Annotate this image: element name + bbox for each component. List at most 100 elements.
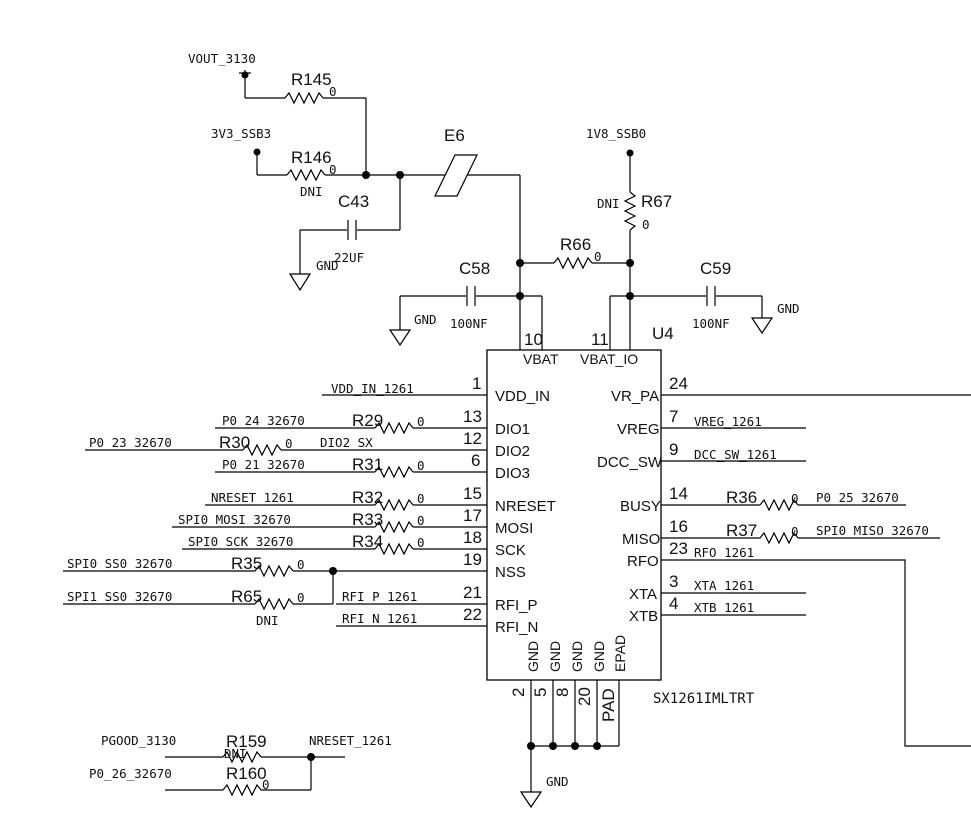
ground-symbol xyxy=(519,791,543,809)
r34-value: 0 xyxy=(417,535,425,550)
pin-num-top: 11 xyxy=(591,330,609,349)
vout-3130-label: VOUT_3130 xyxy=(188,51,256,66)
pin-wire xyxy=(661,559,971,747)
pin-name: DCC_SW xyxy=(597,454,663,471)
ground-symbol xyxy=(288,273,312,292)
resistor-r34 xyxy=(374,542,414,556)
r145-value: 0 xyxy=(329,84,337,99)
c43-value: 22UF xyxy=(334,250,364,265)
pin-name-top: VBAT_IO xyxy=(580,351,638,367)
c59-gnd-label: GND xyxy=(777,301,800,316)
junction xyxy=(571,742,579,750)
resistor-r33 xyxy=(374,520,414,534)
pin-name: VREG xyxy=(617,421,660,438)
net-label: PGOOD_3130 xyxy=(101,733,176,748)
r159-ref: R159 xyxy=(226,732,267,751)
r33-ref: R33 xyxy=(352,510,383,529)
c58-gnd-label: GND xyxy=(414,312,437,327)
power-port-dot xyxy=(253,148,261,156)
right-pins: 24 VR_PA 7 VREG 9 DCC_SW 14 BUSY 16 MISO… xyxy=(597,374,971,747)
r30-ref: R30 xyxy=(219,433,250,452)
pin-num: 22 xyxy=(463,605,482,624)
resistor-r29 xyxy=(374,421,414,435)
net-label: SPI1_SS0_32670 xyxy=(67,589,172,604)
r30-value: 0 xyxy=(285,436,293,451)
junction xyxy=(549,742,557,750)
r29-ref: R29 xyxy=(352,411,383,430)
pin-name-top: VBAT xyxy=(523,351,559,367)
resistor-r66 xyxy=(553,256,593,270)
pin-name: MOSI xyxy=(495,520,533,537)
pin-name: DIO3 xyxy=(495,465,530,482)
net-label: P0_25_32670 xyxy=(816,490,899,505)
r65-ref: R65 xyxy=(231,587,262,606)
ic-part-number: SX1261IMLTRT xyxy=(653,691,755,707)
resistor-r146 xyxy=(286,168,326,182)
pin-num: 24 xyxy=(669,374,688,393)
pin-num: 17 xyxy=(463,506,482,525)
pin-num-top: 10 xyxy=(524,330,543,349)
ic-u4-body xyxy=(486,349,662,681)
net-label: DIO2_SX xyxy=(320,435,373,450)
r66-value: 0 xyxy=(594,249,602,264)
resistor-r31 xyxy=(374,465,414,479)
pin-num: PAD xyxy=(599,688,618,722)
resistor-r32 xyxy=(374,498,414,512)
net-label: P0_24_32670 xyxy=(222,413,305,428)
r160-value: 0 xyxy=(262,777,270,792)
r35-ref: R35 xyxy=(231,554,262,573)
pin-num: 14 xyxy=(669,484,688,503)
net-label: RFI_N_1261 xyxy=(342,611,417,626)
net-label: RFI_P_1261 xyxy=(342,589,417,604)
c58-value: 100NF xyxy=(450,316,488,331)
c59-value: 100NF xyxy=(692,316,730,331)
resistor-r30 xyxy=(242,443,282,457)
net-label: SPI0_SS0_32670 xyxy=(67,556,172,571)
r35-value: 0 xyxy=(297,557,305,572)
3v3-ssb3-label: 3V3_SSB3 xyxy=(211,126,271,141)
pin-name: EPAD xyxy=(612,635,628,672)
ground-symbol xyxy=(750,317,774,335)
r146-value: 0 xyxy=(329,162,337,177)
pin-num: 18 xyxy=(463,528,482,547)
r65-dni: DNI xyxy=(256,613,279,628)
pin-num: 5 xyxy=(531,688,550,697)
c43-ref: C43 xyxy=(338,192,369,211)
c43-gnd-label: GND xyxy=(316,258,339,273)
1v8-ssb0-label: 1V8_SSB0 xyxy=(586,126,646,141)
net-label: VDD_IN_1261 xyxy=(331,381,414,396)
pin-num: 2 xyxy=(509,688,528,697)
net-label: SPI0_MISO_32670 xyxy=(816,523,929,538)
pin-name: RFI_P xyxy=(495,597,538,614)
pin-name: VDD_IN xyxy=(495,388,550,405)
net-label: VREG_1261 xyxy=(694,414,762,429)
r65-value: 0 xyxy=(297,590,305,605)
pin-name: DIO2 xyxy=(495,443,530,460)
resistor-r36 xyxy=(759,498,799,512)
r160-ref: R160 xyxy=(226,764,267,783)
r36-ref: R36 xyxy=(726,488,757,507)
r37-ref: R37 xyxy=(726,521,757,540)
r31-value: 0 xyxy=(417,458,425,473)
junction xyxy=(593,742,601,750)
pin-name: XTB xyxy=(629,608,658,625)
r36-value: 0 xyxy=(791,491,799,506)
pin-name: GND xyxy=(569,641,585,672)
pin-num: 9 xyxy=(669,440,678,459)
net-label: XTB_1261 xyxy=(694,600,754,615)
pin-name: GND xyxy=(591,641,607,672)
pin-num: 16 xyxy=(669,517,688,536)
resistor-r65 xyxy=(254,597,294,611)
pin-name: RFI_N xyxy=(495,619,538,636)
r34-ref: R34 xyxy=(352,532,383,551)
pin-num: 8 xyxy=(553,688,572,697)
r146-ref: R146 xyxy=(291,148,332,167)
resistor-r67 xyxy=(623,191,637,231)
ground-symbol xyxy=(388,329,412,347)
net-label: RFO_1261 xyxy=(694,545,754,560)
pin-name: MISO xyxy=(622,531,660,548)
power-port-dot xyxy=(241,71,249,79)
r145-ref: R145 xyxy=(291,70,332,89)
pin-num: 1 xyxy=(472,374,481,393)
